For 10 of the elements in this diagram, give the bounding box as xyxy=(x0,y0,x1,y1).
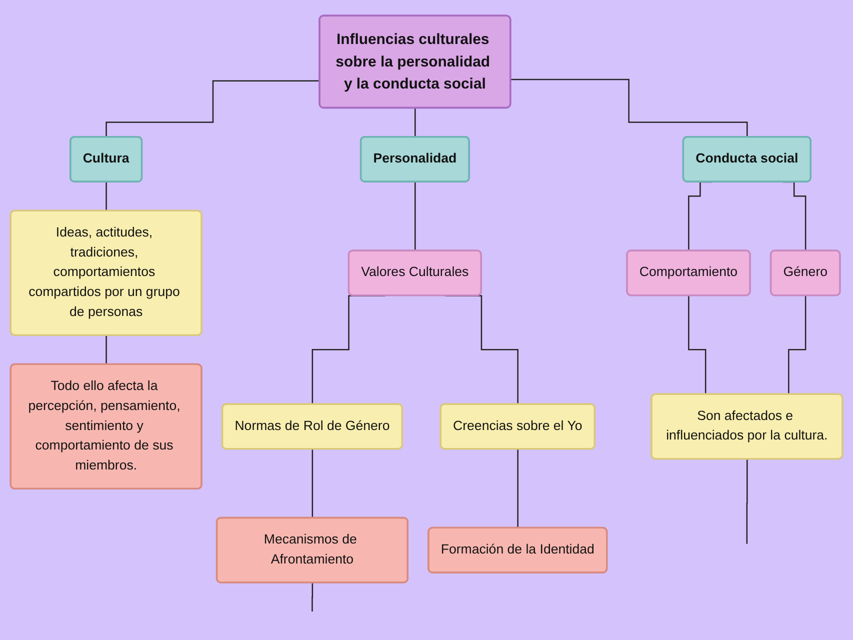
connector xyxy=(106,182,108,212)
connector xyxy=(312,582,314,612)
connector xyxy=(414,108,416,138)
connector xyxy=(106,80,320,138)
connector xyxy=(517,448,519,529)
connector xyxy=(106,335,108,366)
connector xyxy=(510,79,748,138)
connector xyxy=(414,182,416,252)
connector xyxy=(746,458,748,545)
connector xyxy=(312,448,314,519)
